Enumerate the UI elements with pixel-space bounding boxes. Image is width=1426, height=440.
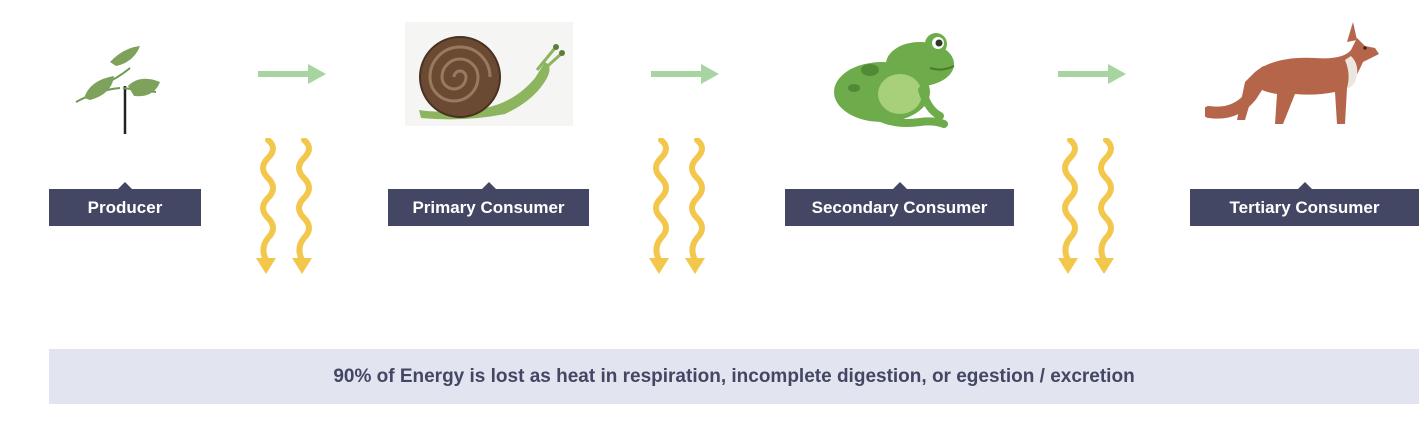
energy-loss-banner: 90% of Energy is lost as heat in respira… [49,349,1419,404]
frog-icon [834,33,955,128]
level-label-primary-consumer: Primary Consumer [388,182,589,226]
level-label-producer: Producer [49,182,201,226]
heat-loss-arrows [256,138,312,274]
heat-loss-arrows [1058,138,1114,274]
energy-flow-arrow [651,64,719,84]
snail-icon [405,22,573,126]
energy-flow-arrow [258,64,326,84]
energy-flow-arrow [1058,64,1126,84]
heat-loss-arrows [649,138,705,274]
level-label-tertiary-consumer: Tertiary Consumer [1190,182,1419,226]
fox-icon [1205,22,1379,124]
level-label-secondary-consumer: Secondary Consumer [785,182,1014,226]
plant-icon [75,46,160,134]
